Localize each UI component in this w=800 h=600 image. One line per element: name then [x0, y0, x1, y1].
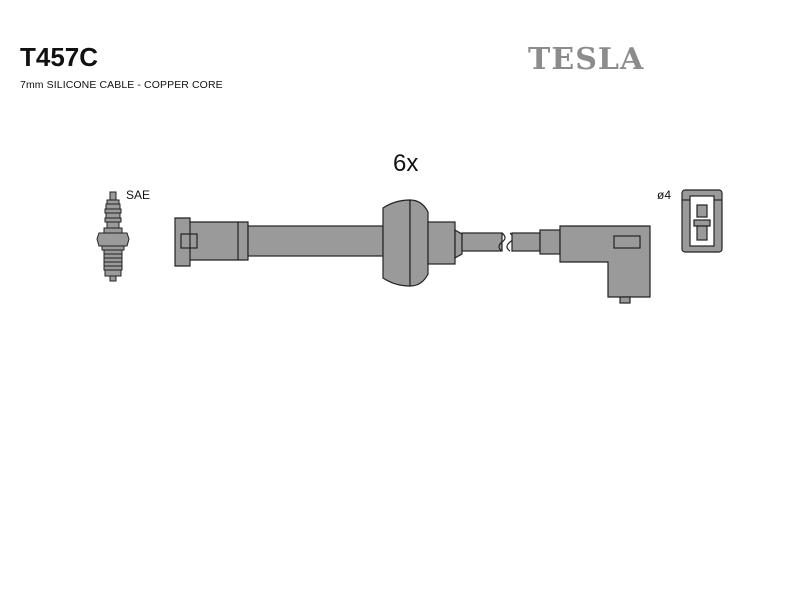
terminal-diameter-label: ø4 [657, 188, 672, 202]
cable-line [461, 232, 541, 252]
cable-description: 7mm SILICONE CABLE - COPPER CORE [20, 79, 223, 91]
spark-plug-icon [96, 191, 130, 282]
plug-boot-icon [174, 199, 463, 287]
terminal-icon [681, 189, 723, 253]
spark-plug-label: SAE [126, 188, 151, 202]
part-number: T457C [20, 42, 99, 72]
coil-boot-icon [539, 225, 651, 304]
quantity-label: 6x [393, 150, 419, 177]
brand-logo: TESLA [528, 42, 645, 77]
